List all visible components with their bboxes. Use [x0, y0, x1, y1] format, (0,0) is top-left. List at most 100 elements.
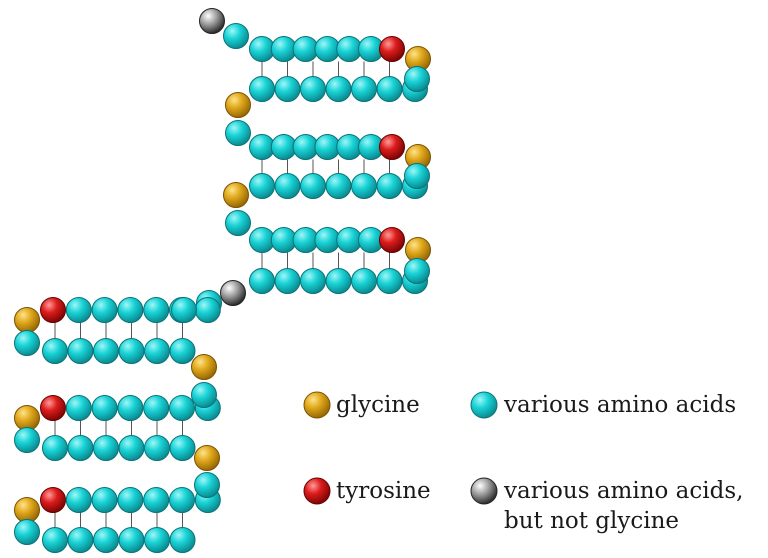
various-residue — [224, 24, 249, 49]
tyrosine-swatch-icon — [304, 478, 330, 504]
various-residue — [226, 211, 251, 236]
legend-various: various amino acids — [471, 392, 736, 418]
tyrosine-residue — [41, 488, 66, 513]
various-residue — [337, 228, 362, 253]
various-residue — [66, 396, 91, 421]
various-residue — [145, 528, 170, 553]
various-residue — [66, 488, 91, 513]
legend-not-glycine-label-line1: various amino acids, — [503, 478, 743, 504]
various-residue — [275, 77, 300, 102]
not-glycine-residue — [221, 281, 246, 306]
various-residue — [118, 488, 143, 513]
various-residue — [326, 269, 351, 294]
various-residue — [15, 428, 40, 453]
not-glycine-residue — [200, 9, 225, 34]
legend-glycine: glycine — [304, 392, 420, 418]
various-residue — [195, 473, 220, 498]
legend-glycine-label: glycine — [336, 392, 420, 418]
various-residue — [94, 528, 119, 553]
glycine-residue — [224, 183, 249, 208]
glycine-residue — [192, 355, 217, 380]
various-residue — [119, 436, 144, 461]
various-residue — [15, 331, 40, 356]
various-residue — [271, 135, 296, 160]
various-residue — [145, 339, 170, 364]
various-residue — [144, 396, 169, 421]
various-residue — [92, 396, 117, 421]
various-residue — [275, 174, 300, 199]
various-residue — [172, 298, 197, 323]
various-residue — [326, 174, 351, 199]
various-residue — [315, 135, 340, 160]
various-residue — [301, 77, 326, 102]
various-residue — [94, 436, 119, 461]
various-residue — [92, 488, 117, 513]
various-residue — [43, 436, 68, 461]
glycine-residue — [226, 93, 251, 118]
various-residue — [377, 269, 402, 294]
non-glycine-swatch-icon — [471, 478, 497, 504]
various-residue — [275, 269, 300, 294]
various-residue — [170, 528, 195, 553]
tyrosine-residue — [41, 396, 66, 421]
glycine-residue — [15, 308, 40, 333]
various-residue — [293, 37, 318, 62]
various-residue — [226, 121, 251, 146]
various-residue — [250, 135, 275, 160]
various-residue — [352, 174, 377, 199]
various-residue — [118, 396, 143, 421]
various-residue — [94, 339, 119, 364]
various-residue — [43, 339, 68, 364]
various-residue — [170, 396, 195, 421]
legend: glycine various amino acids tyrosine var… — [304, 392, 743, 534]
various-residue — [377, 77, 402, 102]
various-residue — [145, 436, 170, 461]
various-residue — [271, 37, 296, 62]
glycine-residue — [15, 406, 40, 431]
various-residue — [405, 259, 430, 284]
various-residue — [250, 174, 275, 199]
various-residue — [326, 77, 351, 102]
various-residue — [405, 164, 430, 189]
various-residue — [377, 174, 402, 199]
various-residue — [170, 339, 195, 364]
various-residue — [337, 37, 362, 62]
various-residue — [293, 135, 318, 160]
legend-tyrosine: tyrosine — [304, 478, 431, 504]
various-residue — [352, 269, 377, 294]
various-residue — [170, 436, 195, 461]
various-residue — [68, 339, 93, 364]
various-residue — [192, 383, 217, 408]
various-residue — [195, 298, 220, 323]
legend-not-glycine: various amino acids, but not glycine — [471, 478, 743, 534]
various-residue — [405, 67, 430, 92]
various-residue — [144, 488, 169, 513]
tyrosine-residue — [41, 298, 66, 323]
various-residue — [301, 174, 326, 199]
tyrosine-residue — [380, 135, 405, 160]
tyrosine-residue — [380, 228, 405, 253]
legend-not-glycine-label-line2: but not glycine — [504, 508, 679, 534]
various-residue — [144, 298, 169, 323]
various-residue — [43, 528, 68, 553]
various-residue — [15, 520, 40, 545]
glycine-residue — [15, 498, 40, 523]
glycine-swatch-icon — [304, 392, 330, 418]
various-residue — [119, 528, 144, 553]
various-residue — [68, 528, 93, 553]
legend-various-label: various amino acids — [503, 392, 736, 418]
various-residue — [315, 37, 340, 62]
various-residue — [337, 135, 362, 160]
various-residue — [68, 436, 93, 461]
various-residue — [293, 228, 318, 253]
various-residue — [301, 269, 326, 294]
various-amino-acid-swatch-icon — [471, 392, 497, 418]
various-residue — [250, 228, 275, 253]
glycine-residue — [195, 446, 220, 471]
various-residue — [66, 298, 91, 323]
various-residue — [250, 77, 275, 102]
legend-tyrosine-label: tyrosine — [336, 478, 431, 504]
various-residue — [119, 339, 144, 364]
various-residue — [250, 269, 275, 294]
